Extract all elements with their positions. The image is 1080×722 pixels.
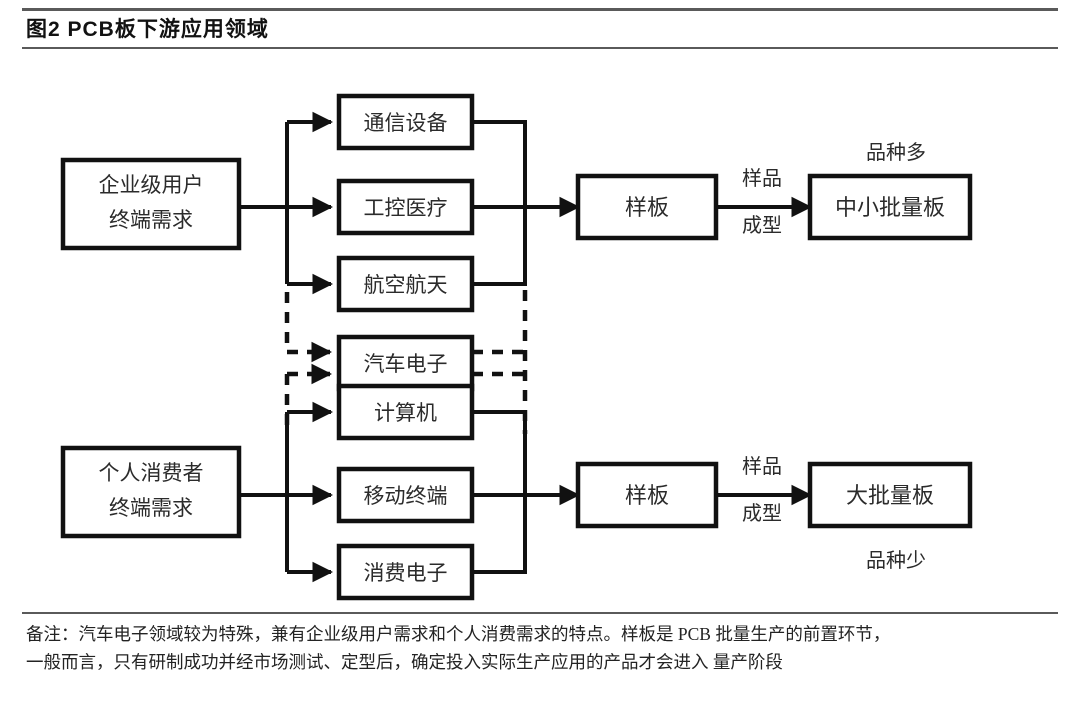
edge-label-sample-forming-bottom-line2: 成型 — [742, 502, 782, 525]
node-app-consumer-electronics[interactable]: 消费电子 — [336, 543, 475, 601]
node-stage-sample-bottom-label: 样板 — [625, 483, 669, 508]
edge-label-sample-forming-top-line1: 样品 — [742, 167, 782, 190]
node-output-small-batch[interactable]: 中小批量板 — [807, 173, 973, 241]
node-enterprise-source-line1: 企业级用户 — [99, 173, 204, 197]
node-app-telecom-label: 通信设备 — [364, 111, 448, 135]
node-app-telecom[interactable]: 通信设备 — [336, 93, 475, 151]
node-consumer-source-line1: 个人消费者 — [99, 461, 204, 485]
node-stage-sample-top[interactable]: 样板 — [575, 173, 719, 241]
node-app-computer[interactable]: 计算机 — [336, 383, 475, 441]
node-app-mobile[interactable]: 移动终端 — [336, 466, 475, 524]
node-app-automotive-label: 汽车电子 — [364, 352, 448, 376]
node-output-small-batch-label: 中小批量板 — [835, 195, 945, 220]
node-app-mobile-label: 移动终端 — [364, 484, 448, 508]
node-app-aerospace[interactable]: 航空航天 — [336, 255, 475, 313]
note-mass-batch-variety: 品种少 — [866, 549, 926, 572]
node-app-industrial-medical[interactable]: 工控医疗 — [336, 178, 475, 236]
node-app-industrial-medical-label: 工控医疗 — [364, 196, 448, 220]
title-underline-rule — [22, 47, 1058, 49]
footnote-line-1: 备注：汽车电子领域较为特殊，兼有企业级用户需求和个人消费需求的特点。样板是 PC… — [26, 624, 891, 644]
node-stage-sample-top-label: 样板 — [625, 195, 669, 220]
edge-label-sample-forming-bottom-line1: 样品 — [742, 455, 782, 478]
node-app-computer-label: 计算机 — [374, 401, 437, 425]
node-output-mass-batch[interactable]: 大批量板 — [807, 461, 973, 529]
node-app-consumer-electronics-label: 消费电子 — [364, 561, 448, 585]
node-enterprise-source-line2: 终端需求 — [109, 208, 193, 232]
node-output-mass-batch-label: 大批量板 — [846, 483, 934, 508]
footnote: 备注：汽车电子领域较为特殊，兼有企业级用户需求和个人消费需求的特点。样板是 PC… — [26, 620, 1058, 676]
node-stage-sample-bottom[interactable]: 样板 — [575, 461, 719, 529]
node-enterprise-source[interactable]: 企业级用户 终端需求 — [60, 157, 242, 251]
page-title: 图2 PCB板下游应用领域 — [26, 18, 269, 41]
link-merge-enterprise — [472, 120, 527, 286]
node-app-automotive[interactable]: 汽车电子 — [336, 334, 475, 392]
node-app-aerospace-label: 航空航天 — [364, 273, 448, 297]
edge-label-sample-forming-top-line2: 成型 — [742, 214, 782, 237]
footnote-line-2: 一般而言，只有研制成功并经市场测试、定型后，确定投入实际生产应用的产品才会进入 … — [26, 652, 783, 672]
note-small-batch-variety: 品种多 — [866, 141, 926, 164]
node-consumer-source[interactable]: 个人消费者 终端需求 — [60, 445, 242, 539]
footnote-rule — [22, 612, 1058, 614]
node-consumer-source-line2: 终端需求 — [109, 496, 193, 520]
link-merge-consumer — [472, 410, 527, 574]
flowchart-diagram: 企业级用户 终端需求 个人消费者 终端需求 通信设备 工控医疗 航空航天 — [0, 52, 1080, 612]
top-rule — [22, 8, 1058, 11]
